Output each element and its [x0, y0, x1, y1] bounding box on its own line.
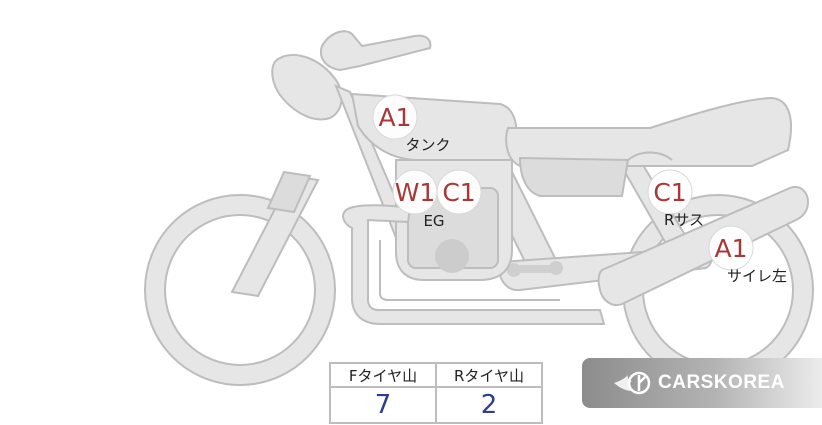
badge-text: CARSKOREA	[658, 372, 785, 393]
flame-logo-icon	[614, 371, 651, 395]
front-tire-header: Fタイヤ山	[329, 362, 437, 388]
seat	[505, 96, 792, 167]
marker-code: W1	[395, 178, 436, 207]
marker-label: EG	[423, 212, 444, 230]
marker-label: Rサス	[664, 211, 704, 229]
tire-tread-table: Fタイヤ山 Rタイヤ山 7 2	[329, 362, 543, 424]
muffler	[597, 186, 810, 306]
marker-label: サイレ左	[727, 267, 787, 285]
marker-rear-suspension: C1 Rサス	[647, 169, 704, 229]
headlight	[271, 54, 343, 121]
rear-tire-value: 2	[435, 386, 543, 424]
handlebar	[320, 30, 432, 72]
exhaust-pipe	[342, 204, 606, 325]
seat-shadow	[518, 156, 630, 197]
marker-label: タンク	[405, 136, 450, 154]
marker-code: A1	[714, 234, 747, 263]
marker-code: A1	[378, 103, 411, 132]
marker-code: C1	[442, 178, 475, 207]
rear-tire-header: Rタイヤ山	[435, 362, 543, 388]
marker-tank: A1 タンク	[372, 94, 451, 154]
carskorea-badge: CARSKOREA	[582, 358, 822, 408]
side-cover	[627, 151, 673, 161]
fork-lower	[266, 170, 312, 214]
marker-code: C1	[653, 178, 686, 207]
engine-cover	[435, 239, 469, 273]
marker-muffler-left: A1 サイレ左	[708, 225, 787, 285]
marker-engine-c1: C1	[436, 169, 482, 215]
front-tire-value: 7	[329, 386, 437, 424]
marker-engine-w1: W1 EG	[392, 169, 445, 230]
